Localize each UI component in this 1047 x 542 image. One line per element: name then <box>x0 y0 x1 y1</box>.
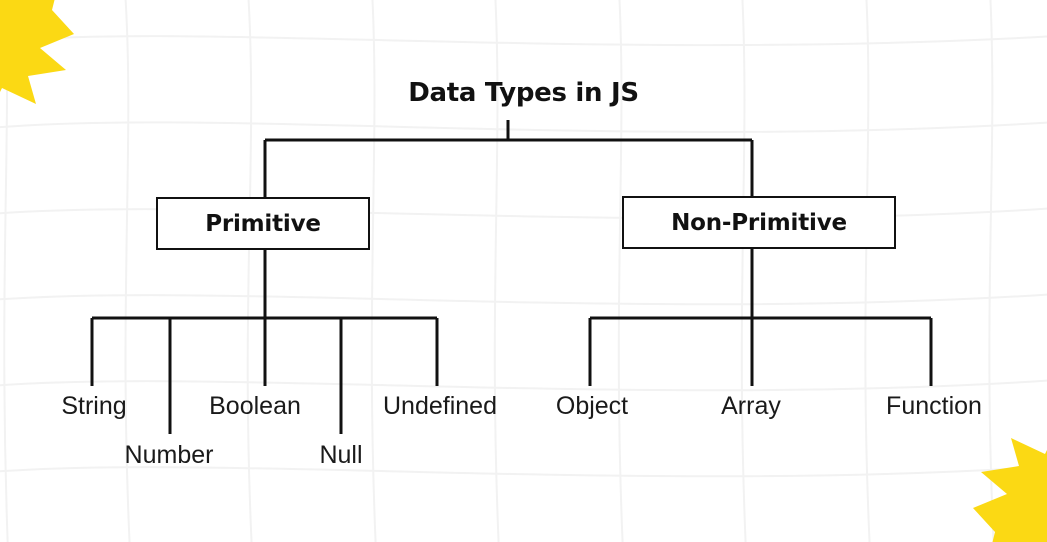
leaf-label-function[interactable]: Function <box>886 392 982 420</box>
node-primitive[interactable]: Primitive <box>156 197 370 250</box>
leaf-label-undefined[interactable]: Undefined <box>383 392 497 420</box>
leaf-label-boolean[interactable]: Boolean <box>209 392 301 420</box>
star-burst-bottom-right <box>973 438 1047 542</box>
diagram-title: Data Types in JS <box>408 78 639 108</box>
leaf-label-null[interactable]: Null <box>319 441 363 469</box>
leaf-label-array[interactable]: Array <box>721 392 781 420</box>
star-burst-top-left <box>0 0 74 104</box>
node-primitive-label: Primitive <box>205 210 321 237</box>
node-non-primitive-label: Non-Primitive <box>671 209 847 236</box>
node-non-primitive[interactable]: Non-Primitive <box>622 196 896 249</box>
leaf-label-string[interactable]: String <box>61 392 127 420</box>
leaf-label-number[interactable]: Number <box>124 441 214 469</box>
leaf-label-object[interactable]: Object <box>555 392 629 420</box>
